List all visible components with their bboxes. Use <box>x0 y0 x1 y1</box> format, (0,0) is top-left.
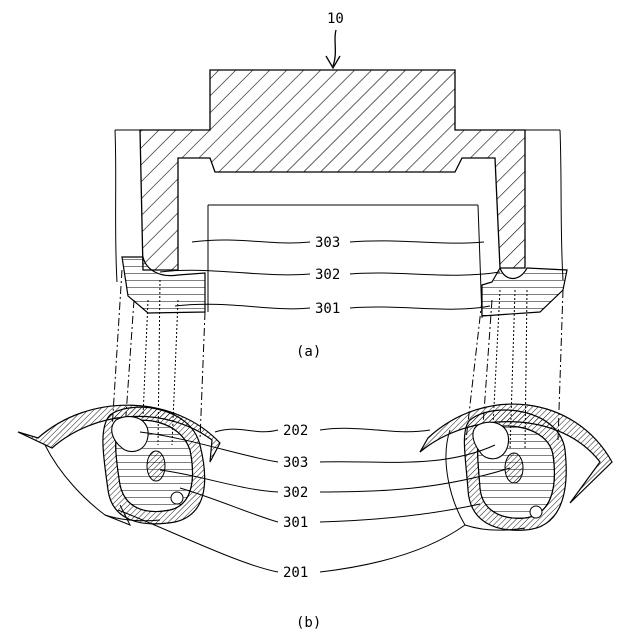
label-b-202: 202 <box>283 423 308 439</box>
leaders-a <box>159 239 501 310</box>
left-blob-303 <box>111 416 149 453</box>
caption-b: (b) <box>296 615 321 631</box>
part-10-arrow <box>325 29 341 70</box>
right-blob-303 <box>472 421 509 460</box>
outer-walls <box>114 129 564 283</box>
left-part-301 <box>121 256 206 314</box>
label-b-201: 201 <box>283 565 308 581</box>
label-a-302: 302 <box>315 267 340 283</box>
label-b-301: 301 <box>283 515 308 531</box>
left-small-circle <box>170 491 184 505</box>
right-small-circle <box>529 505 543 519</box>
right-oval-302 <box>504 452 524 484</box>
inner-bore <box>207 204 483 319</box>
figure-b: 202 303 302 301 201 (b) <box>17 403 613 631</box>
upper-block <box>139 69 526 271</box>
label-b-302: 302 <box>283 485 308 501</box>
label-b-303: 303 <box>283 455 308 471</box>
label-a-301: 301 <box>315 301 340 317</box>
right-part-301 <box>481 266 568 317</box>
leaders-b <box>117 427 511 573</box>
label-a-303: 303 <box>315 235 340 251</box>
left-oval-302 <box>146 450 166 482</box>
label-part-10: 10 <box>327 11 344 27</box>
caption-a: (a) <box>296 344 321 360</box>
figure-a: 10 303 302 301 (a) <box>111 11 568 451</box>
